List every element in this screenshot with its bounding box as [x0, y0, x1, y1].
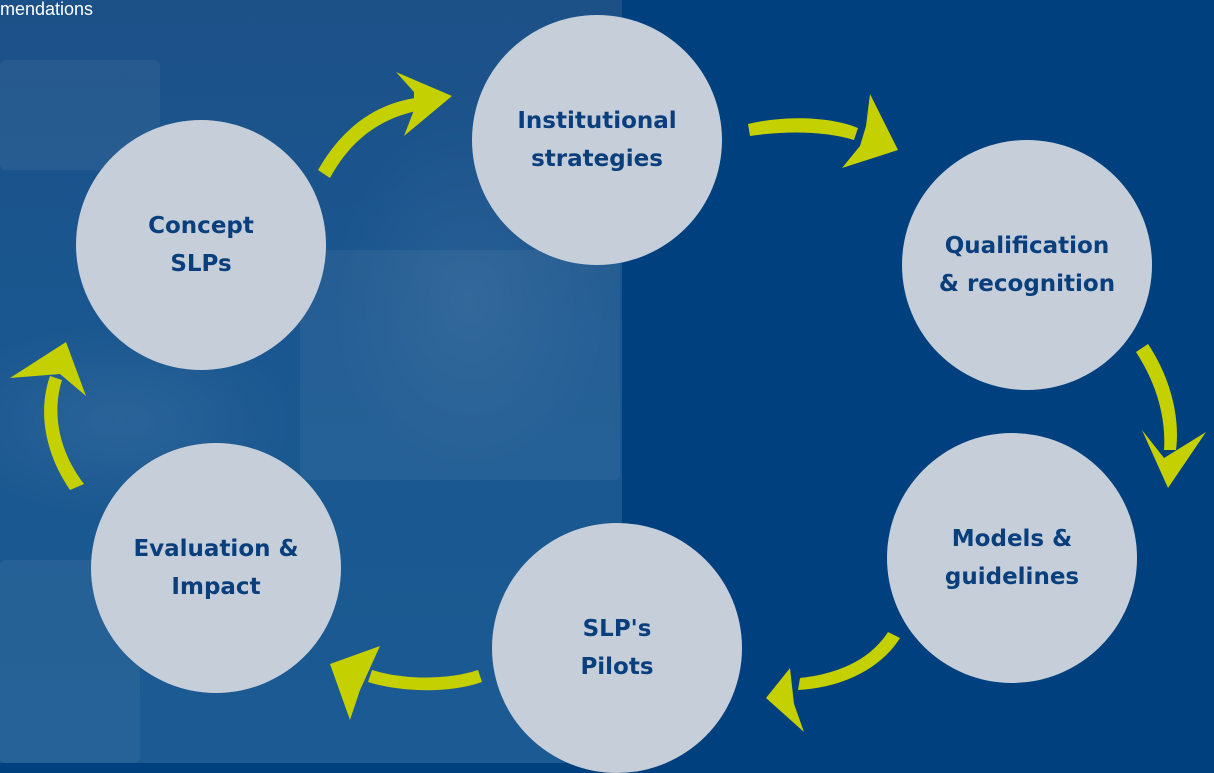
node-label-line1: Concept [148, 213, 254, 239]
node-label-line1: Institutional [517, 108, 677, 134]
node-label-line1: Qualification [944, 233, 1110, 259]
node-label-line2: SLPs [170, 251, 232, 277]
caption-text: mendations [0, 0, 94, 19]
node-evaluation-impact: Evaluation & Impact [91, 443, 341, 693]
node-slps-pilots: SLP's Pilots [492, 523, 742, 773]
arrow-models-to-pilots [766, 632, 900, 732]
arrow-evaluation-to-concept [10, 342, 86, 490]
arrow-concept-to-institutional [318, 72, 452, 178]
node-institutional-strategies: Institutional strategies [472, 15, 722, 265]
arrow-qualification-to-models [1136, 344, 1206, 488]
node-label-line1: Models & [951, 526, 1073, 552]
background-shape [300, 250, 620, 480]
node-concept-slps: Concept SLPs [76, 120, 326, 370]
node-label-line2: strategies [531, 146, 663, 172]
arrow-institutional-to-qualification [748, 94, 898, 168]
node-label-line1: Evaluation & [133, 536, 299, 562]
arrow-pilots-to-evaluation [330, 646, 482, 720]
node-label-line2: & recognition [938, 271, 1116, 297]
node-label-line1: SLP's [582, 616, 652, 642]
node-label-line2: Pilots [580, 654, 654, 680]
node-models-guidelines: Models & guidelines [887, 433, 1137, 683]
node-qualification-recognition: Qualification & recognition [902, 140, 1152, 390]
node-label-line2: guidelines [944, 564, 1080, 590]
node-label-line2: Impact [171, 574, 261, 600]
